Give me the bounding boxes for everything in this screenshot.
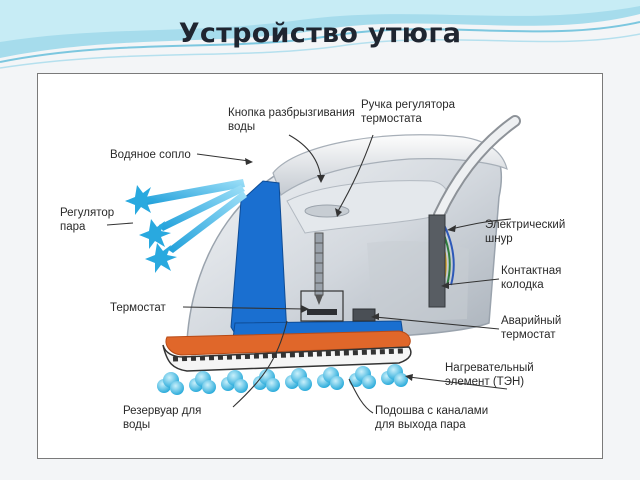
iron-diagram: Кнопка разбрызгивания воды Ручка регулят…: [60, 99, 568, 431]
leader-arrowheads: [245, 158, 456, 381]
label-emergency-thermostat: Аварийный термостат: [501, 315, 565, 341]
label-electric-cord: Электрический шнур: [485, 219, 568, 245]
leader-lines: [106, 134, 512, 414]
water-reservoir-shape: [230, 180, 288, 338]
label-spray-button: Кнопка разбрызгивания воды: [228, 107, 358, 133]
label-water-reservoir: Резервуар для воды: [123, 405, 205, 431]
label-contact-block: Контактная колодка: [501, 265, 565, 291]
label-soleplate: Подошва с каналами для выхода пара: [375, 405, 491, 431]
steam-burst-top: [125, 185, 157, 215]
label-steam-regulator: Регулятор пара: [60, 207, 117, 233]
contact-block-shape: [428, 214, 446, 308]
slide-title: Устройство утюга: [178, 18, 462, 49]
steam-burst-bottom: [145, 243, 177, 273]
label-thermostat: Термостат: [110, 302, 167, 314]
emergency-thermostat-shape: [352, 308, 376, 322]
steam-jets: [125, 179, 247, 273]
steam-burst-middle: [139, 219, 171, 249]
label-thermostat-knob: Ручка регулятора термостата: [361, 99, 458, 125]
steam-puffs: [157, 364, 408, 395]
label-water-nozzle: Водяное сопло: [110, 149, 191, 161]
label-heating-element: Нагревательный элемент (ТЭН): [445, 362, 537, 388]
soleplate-shape: [162, 344, 412, 372]
